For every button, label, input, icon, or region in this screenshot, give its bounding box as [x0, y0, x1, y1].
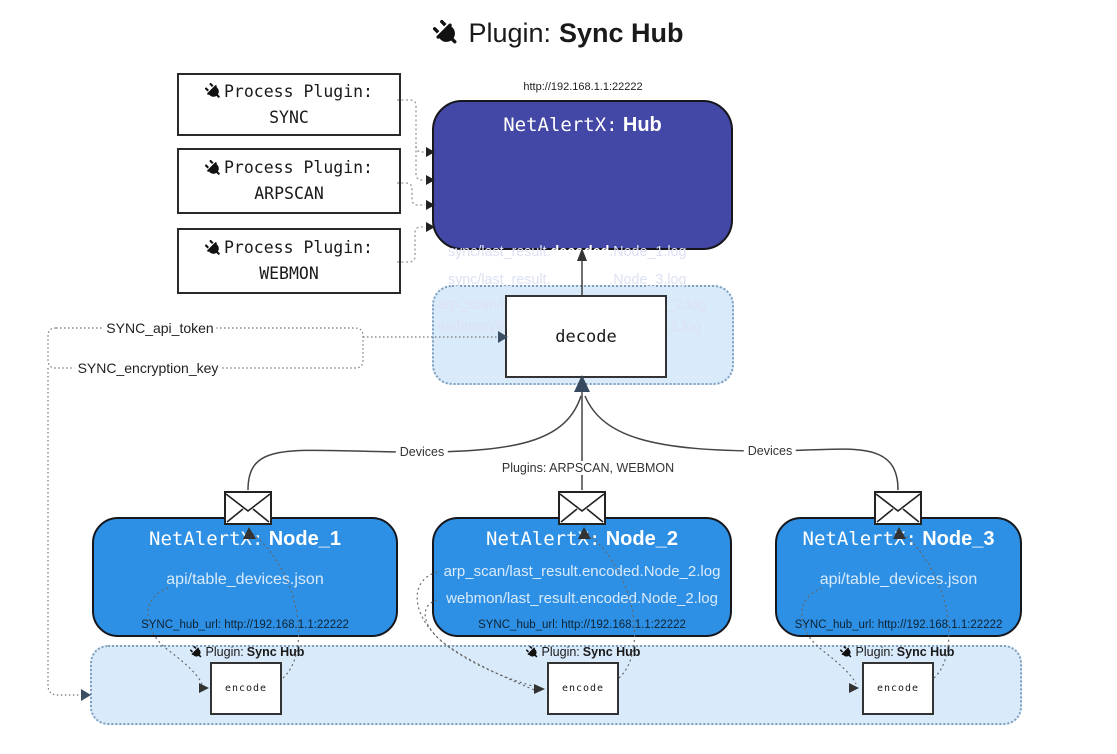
process-plugin-label: Process Plugin:: [223, 81, 373, 101]
node-box-node1: NetAlertX: Node_1 api/table_devices.json…: [92, 517, 398, 637]
encode-box: encode: [547, 662, 619, 715]
encode-box: encode: [862, 662, 934, 715]
node-footer: SYNC_hub_url: http://192.168.1.1:22222: [141, 619, 349, 631]
sync-api-token-label: SYNC_api_token: [103, 320, 217, 336]
plug-icon: [837, 643, 855, 661]
plug-icon: [201, 80, 225, 104]
plug-icon: [523, 643, 541, 661]
page-title: Plugin: Sync Hub: [0, 18, 1117, 49]
page-title-name: Sync Hub: [559, 18, 684, 48]
hub-title: NetAlertX: Hub: [434, 114, 731, 137]
node-file: arp_scan/last_result.encoded.Node_2.log: [443, 563, 721, 580]
encode-box: encode: [210, 662, 282, 715]
node-title: NetAlertX: Node_1: [149, 528, 341, 550]
page-title-prefix: Plugin:: [468, 18, 552, 48]
process-plugin-connectors: [397, 99, 425, 263]
process-plugin-name: WEBMON: [259, 264, 319, 283]
node-file: api/table_devices.json: [166, 571, 324, 588]
plugins-edge-label: Plugins: ARPSCAN, WEBMON: [497, 461, 679, 475]
process-plugin-box-arpscan: Process Plugin: ARPSCAN: [177, 148, 401, 214]
process-plugin-box-sync: Process Plugin: SYNC: [177, 73, 401, 136]
plugin-badge: Plugin: Sync Hub: [473, 645, 693, 659]
devices-label-left: Devices: [395, 445, 449, 459]
hub-title-name: Hub: [622, 114, 662, 136]
node-footer: SYNC_hub_url: http://192.168.1.1:22222: [478, 619, 686, 631]
plug-icon: [187, 643, 205, 661]
hub-log-line: sync/last_result.decoded.Node_1.log: [448, 244, 687, 260]
node-footer: SYNC_hub_url: http://192.168.1.1:22222: [794, 619, 1003, 631]
hub-title-prefix: NetAlertX:: [503, 114, 618, 136]
plug-icon: [201, 156, 225, 180]
decode-box: decode: [505, 295, 667, 378]
devices-label-right: Devices: [743, 444, 797, 458]
settings-connectors: [47, 327, 498, 696]
hub-box: NetAlertX: Hub sync/last_result.decoded.…: [432, 100, 733, 335]
sync-encryption-key-label: SYNC_encryption_key: [74, 360, 222, 376]
process-plugin-name: SYNC: [269, 107, 309, 127]
process-plugin-label: Process Plugin:: [223, 158, 373, 178]
process-plugin-label: Process Plugin:: [223, 238, 373, 258]
plug-icon: [201, 236, 225, 260]
plugin-badge: Plugin: Sync Hub: [137, 645, 357, 659]
process-plugin-name: ARPSCAN: [254, 184, 324, 203]
hub-url-label: http://192.168.1.1:22222: [523, 81, 643, 93]
node-file: api/table_devices.json: [819, 571, 978, 588]
plugin-badge: Plugin: Sync Hub: [787, 645, 1007, 659]
node-box-node3: NetAlertX: Node_3 api/table_devices.json…: [775, 517, 1022, 637]
node-title: NetAlertX: Node_2: [486, 528, 678, 550]
process-plugin-box-webmon: Process Plugin: WEBMON: [177, 228, 401, 294]
hub-log-line: sync/last_result.decoded.Node_3.log: [448, 272, 687, 288]
node-box-node2: NetAlertX: Node_2 arp_scan/last_result.e…: [432, 517, 732, 637]
node-file: webmon/last_result.encoded.Node_2.log: [446, 590, 718, 607]
node-title: NetAlertX: Node_3: [802, 528, 995, 550]
plug-icon: [428, 14, 466, 52]
